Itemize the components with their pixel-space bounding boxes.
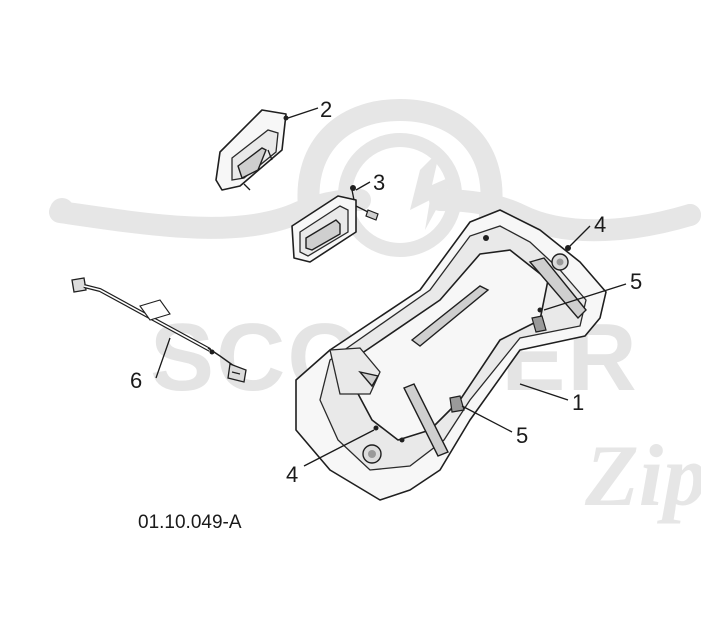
leader-5-bottom [461,405,513,433]
callout-5-bottom: 5 [516,423,528,448]
leader-4-top [569,225,591,247]
diagram-code: 01.10.049-A [138,512,242,533]
callout-2: 2 [320,97,332,122]
leader-6 [155,337,171,379]
watermark-script-text: Zip [584,428,701,525]
part-3-light-unit [291,185,379,263]
leader-1 [519,383,569,401]
callout-3: 3 [373,170,385,195]
part-2-small-cover [215,109,289,191]
callout-6: 6 [130,368,142,393]
callout-labels: 2 3 4 5 1 5 4 6 [130,97,642,487]
watermark-handlebar-right [429,189,701,242]
part-6-cable [71,277,247,383]
leader-lines [155,107,627,467]
watermark-headlamp-arc [297,98,503,226]
callout-4-bottom: 4 [286,462,298,487]
leader-4-bottom [303,429,375,467]
leader-5-top [543,283,627,311]
callout-5-top: 5 [630,269,642,294]
part-1-body-panel [295,209,607,501]
watermark-headlamp-ring [338,133,462,257]
leader-3 [355,181,371,191]
callout-1: 1 [572,390,584,415]
leader-2 [287,107,319,119]
watermark-flame-icon [410,150,455,230]
callout-4-top: 4 [594,212,606,237]
